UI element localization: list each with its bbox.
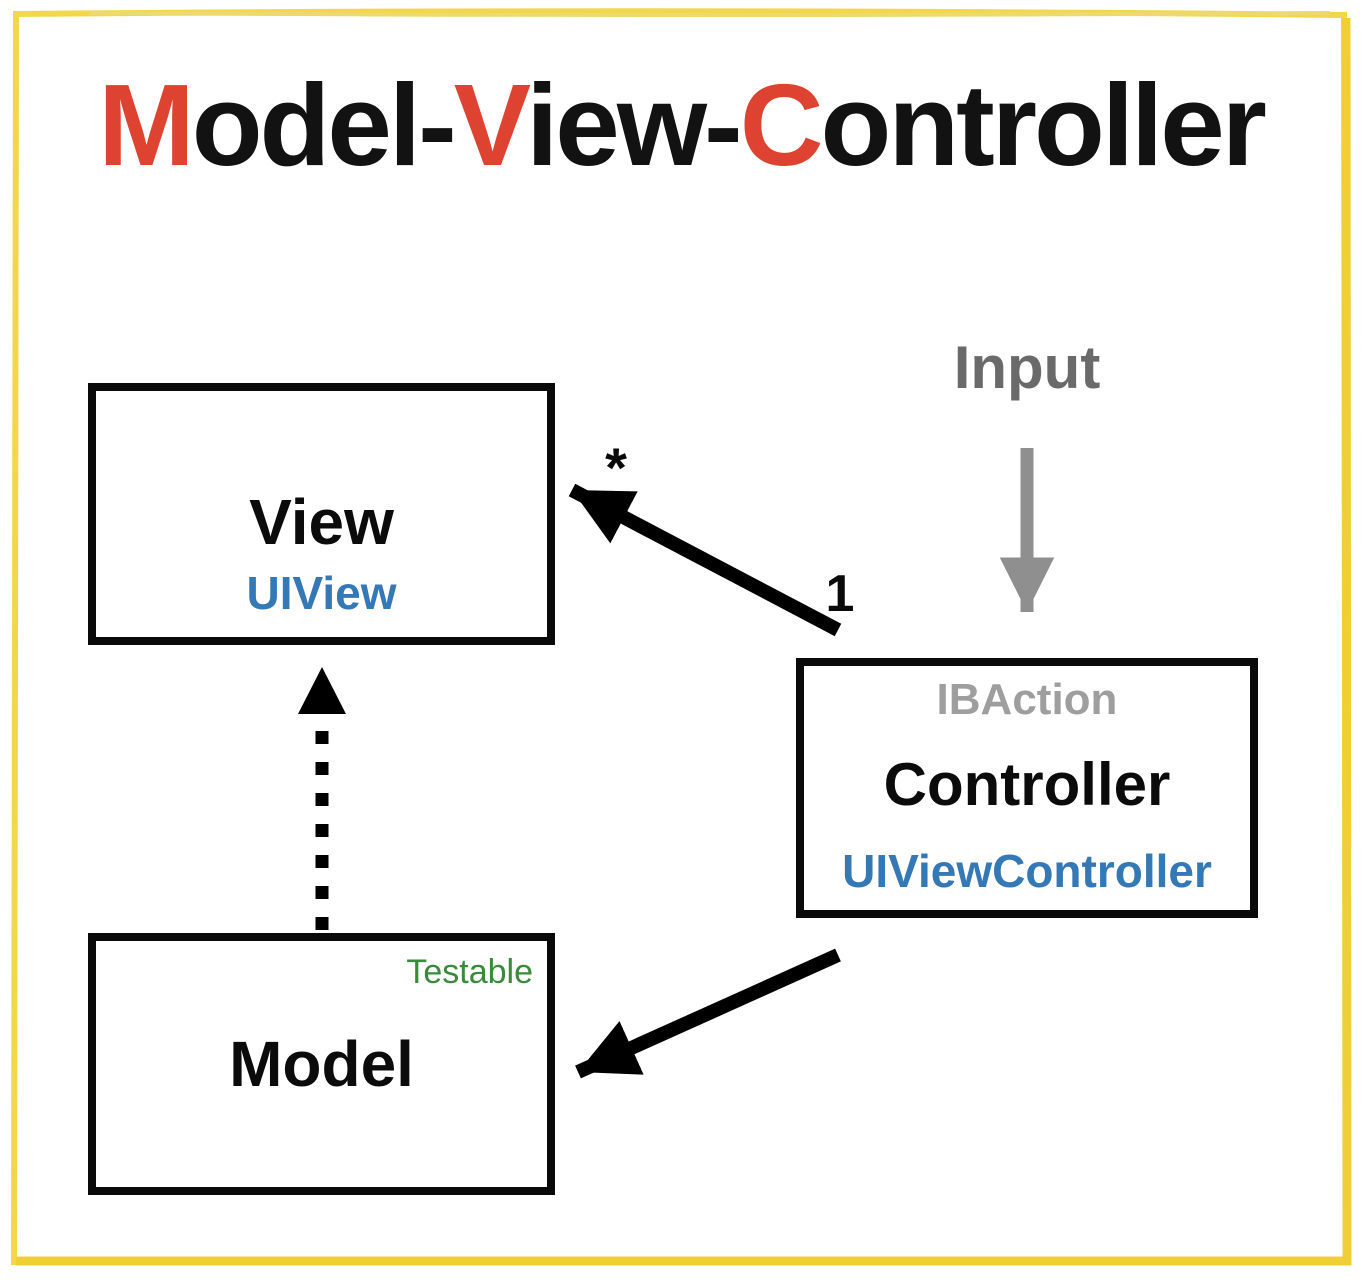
arrow-controller-to-view	[568, 483, 842, 637]
model-node-label: Model	[229, 1028, 414, 1100]
view-node-label: View	[249, 486, 394, 558]
controller-ibaction-annotation: IBAction	[936, 675, 1118, 724]
arrow-controller-to-model	[575, 948, 841, 1079]
title-letter-c: C	[739, 60, 824, 190]
controller-node: IBAction Controller UIViewController	[796, 658, 1258, 918]
title-letter-m: M	[98, 60, 195, 190]
multiplicity-one-label: 1	[825, 565, 855, 623]
input-label: Input	[953, 334, 1101, 401]
arrow-model-to-view-dotted	[298, 667, 346, 930]
model-testable-annotation: Testable	[406, 953, 533, 991]
controller-class-name: UIViewController	[842, 845, 1212, 897]
page-title: Model-View-Controller	[0, 58, 1362, 192]
multiplicity-many-label: *	[605, 436, 627, 499]
view-class-name: UIView	[246, 567, 397, 619]
yellow-frame	[10, 8, 1352, 1266]
title-text: odel-	[191, 60, 457, 190]
title-text: ontroller	[820, 60, 1266, 190]
title-letter-v: V	[453, 60, 529, 190]
title-text: iew-	[526, 60, 743, 190]
controller-node-label: Controller	[883, 751, 1171, 818]
model-node: Testable Model	[88, 933, 555, 1195]
view-node: View UIView	[88, 383, 555, 645]
